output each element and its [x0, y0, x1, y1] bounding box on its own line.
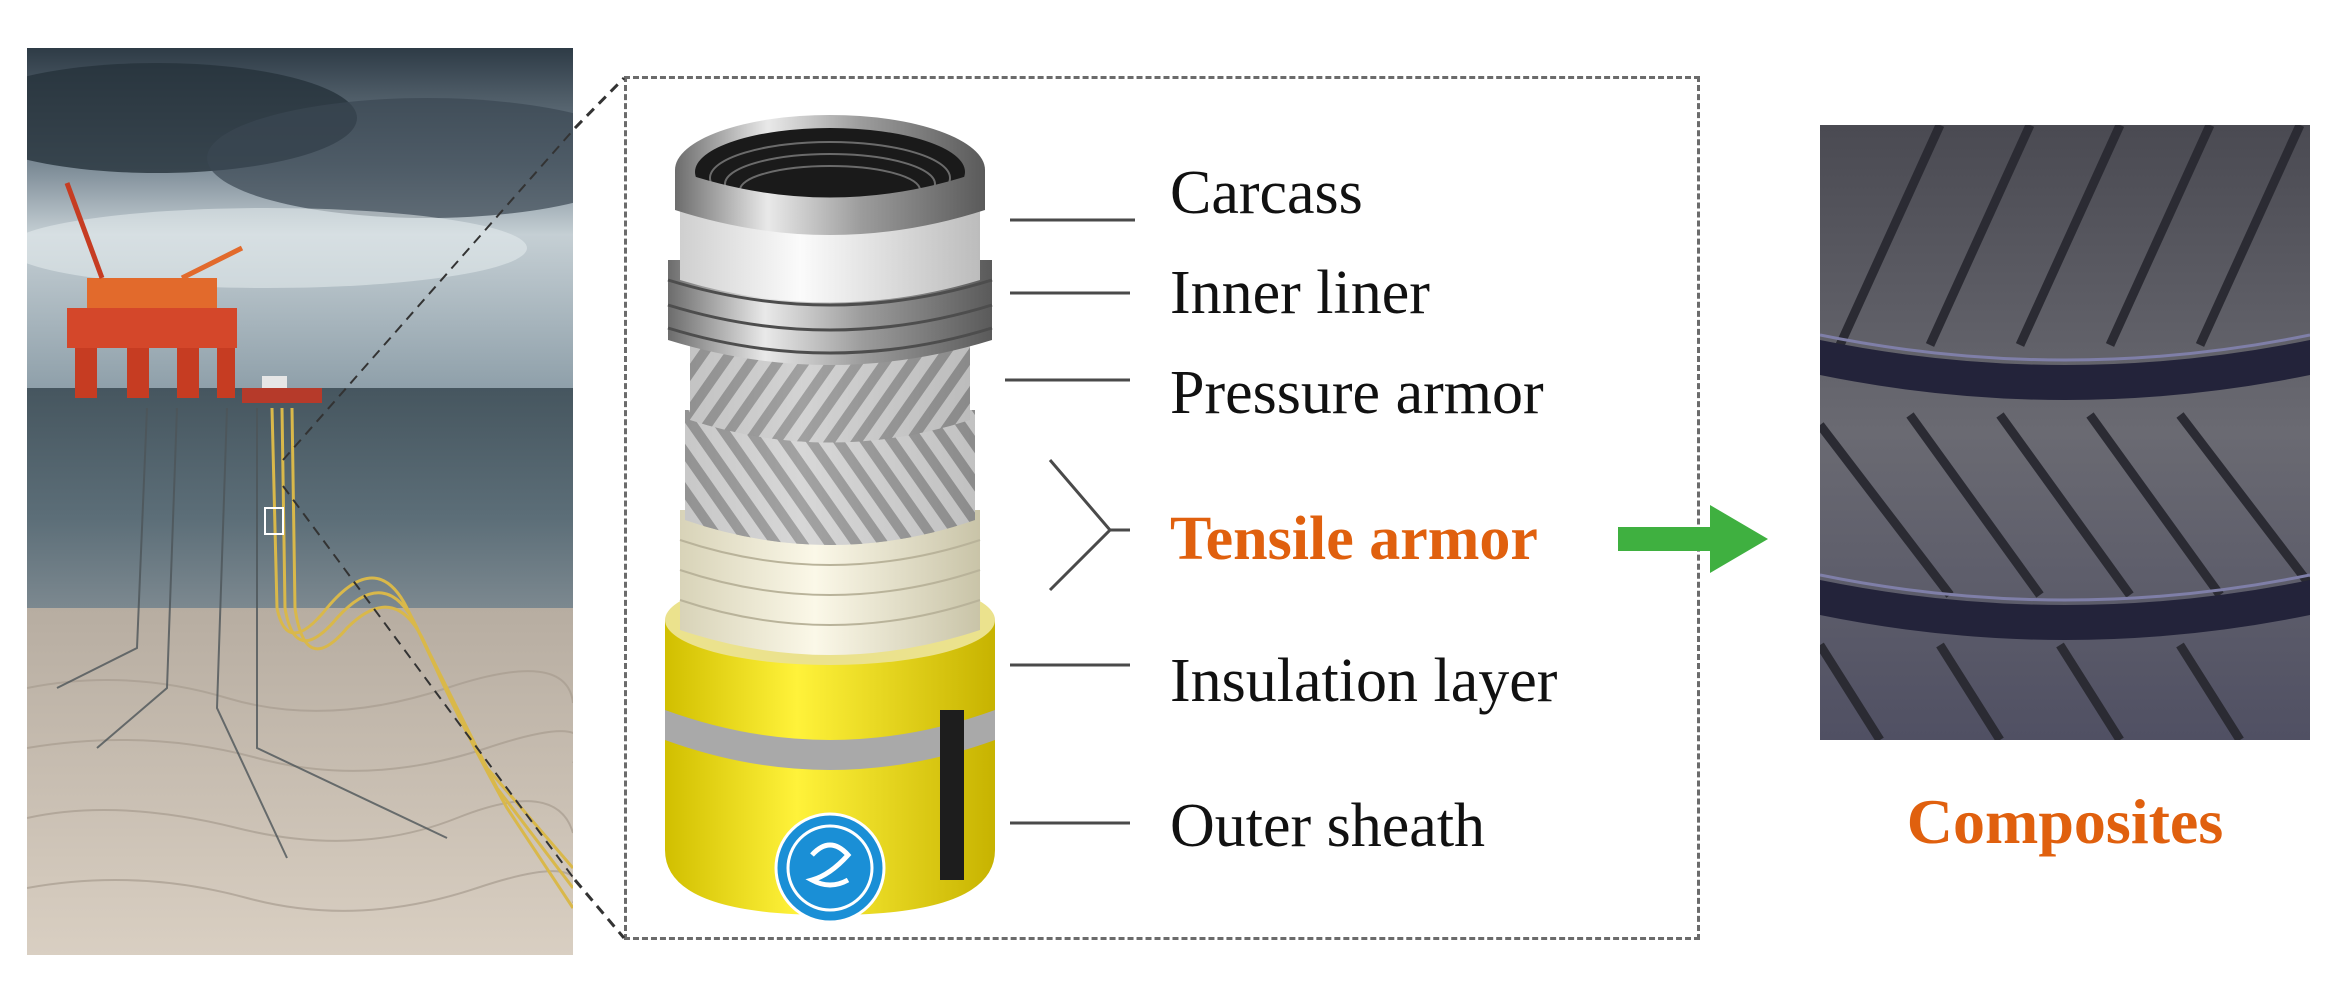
- label-inner-liner: Inner liner: [1170, 259, 1430, 327]
- manufacturer-logo-icon: [774, 812, 886, 924]
- label-outer-sheath: Outer sheath: [1170, 792, 1486, 860]
- zoom-frame: [624, 76, 1700, 940]
- offshore-scene-illustration: [27, 48, 573, 955]
- right-arrow-icon: [1618, 505, 1768, 573]
- label-pressure-armor: Pressure armor: [1170, 359, 1544, 427]
- label-tensile-armor: Tensile armor: [1170, 505, 1538, 573]
- label-carcass: Carcass: [1170, 159, 1363, 227]
- composites-label: Composites: [1906, 786, 2224, 857]
- composites-photo: [1820, 125, 2310, 740]
- flexible-pipe-illustration: [665, 115, 995, 924]
- label-insulation-layer: Insulation layer: [1170, 647, 1558, 715]
